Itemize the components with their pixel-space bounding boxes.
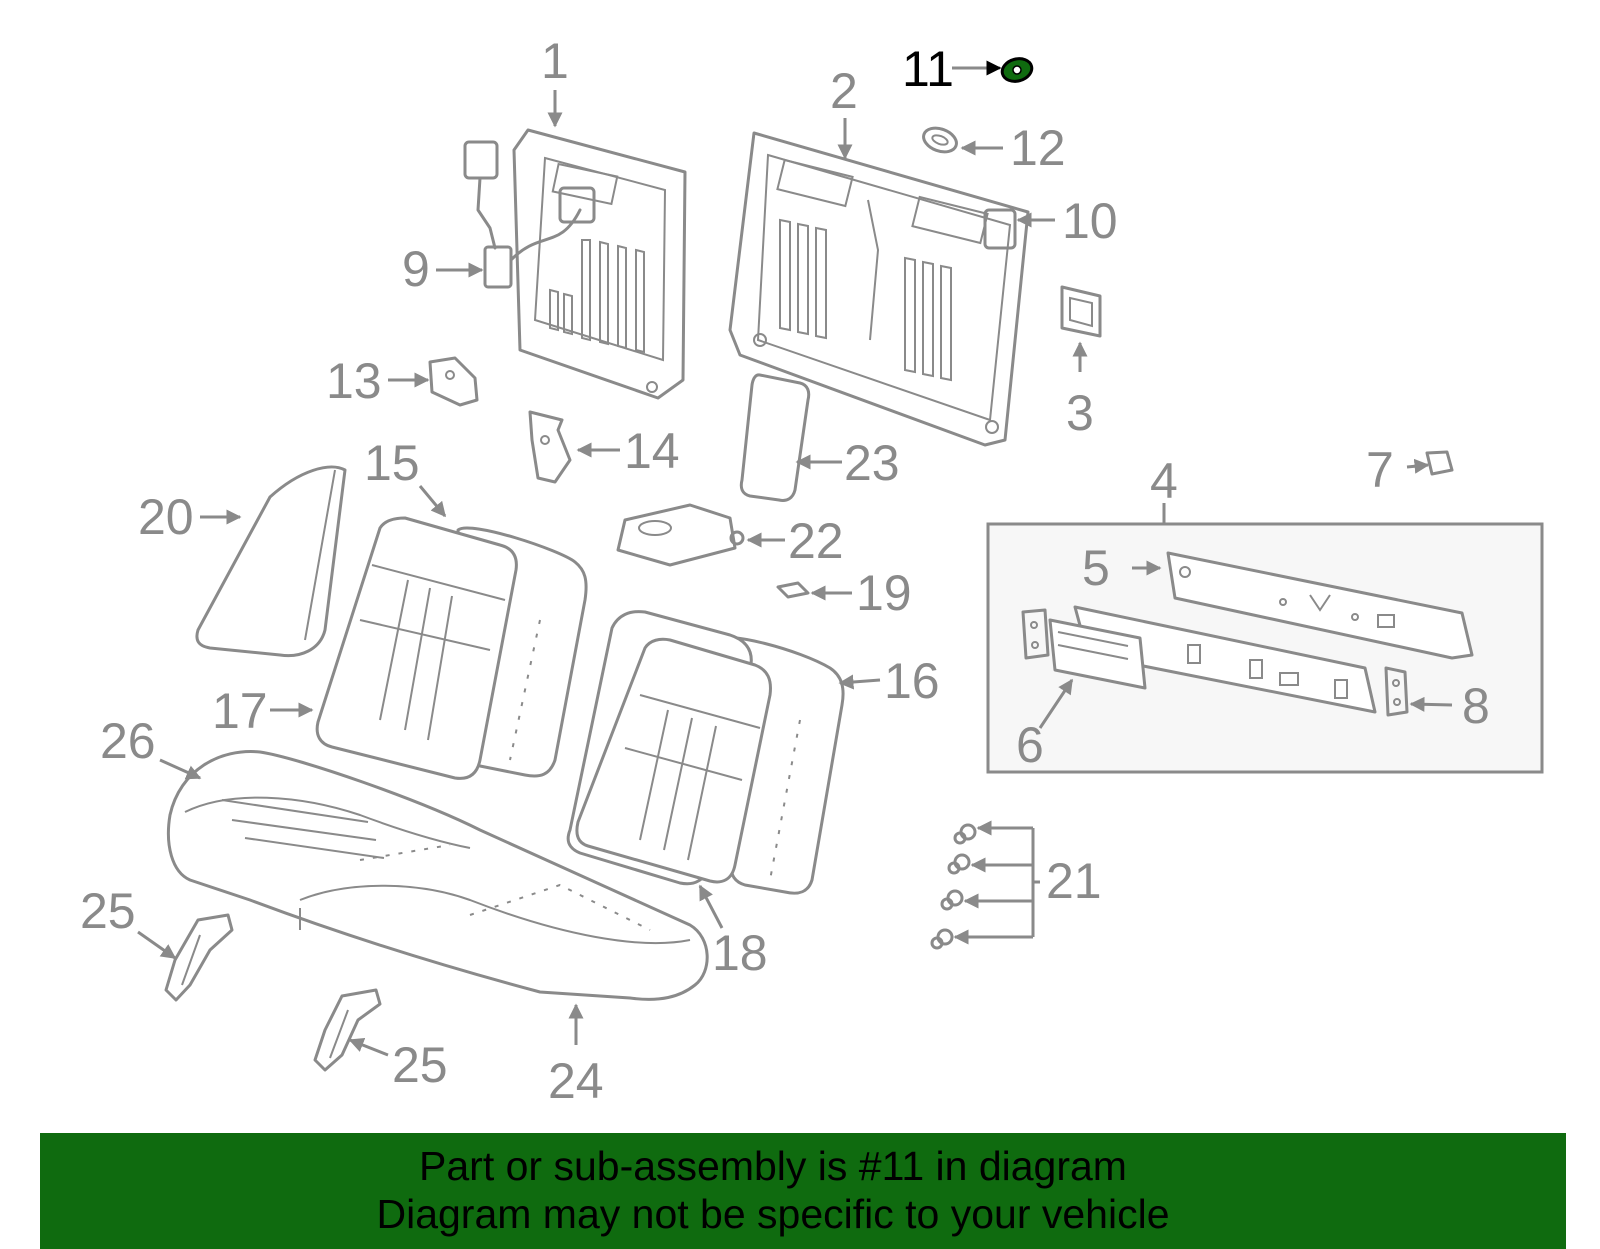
part-15-17-left-seatback-cushion (315, 516, 588, 780)
part-3-bezel (1060, 285, 1102, 338)
part-10-latch (983, 208, 1017, 250)
callout-6: 6 (1016, 717, 1044, 773)
callout-13: 13 (326, 353, 382, 409)
part-12-grommet (922, 126, 958, 154)
part-16-18-right-seatback-cushion (566, 610, 845, 895)
callout-3: 3 (1066, 385, 1094, 441)
callout-19: 19 (856, 565, 912, 621)
callout-15: 15 (364, 435, 420, 491)
callout-9: 9 (402, 241, 430, 297)
part-11-clip-highlighted (1000, 57, 1034, 83)
callout-17: 17 (212, 683, 268, 739)
part-23-armrest-cover (739, 373, 811, 502)
part-19-pad (776, 581, 810, 599)
callout-16: 16 (884, 653, 940, 709)
part-4-assembly-box (986, 503, 1544, 774)
callout-25b: 25 (392, 1037, 448, 1093)
callout-23: 23 (844, 435, 900, 491)
callout-26: 26 (100, 713, 156, 769)
part-25-bracket-b (313, 988, 382, 1072)
part-14-hinge (528, 410, 572, 484)
callout-4: 4 (1150, 453, 1178, 509)
callout-22: 22 (788, 513, 844, 569)
callout-8: 8 (1462, 678, 1490, 734)
info-banner: Part or sub-assembly is #11 in diagram D… (40, 1133, 1566, 1249)
callout-7: 7 (1366, 442, 1394, 498)
callout-24: 24 (548, 1053, 604, 1109)
callout-10: 10 (1062, 193, 1118, 249)
callout-1: 1 (541, 33, 569, 89)
leader-lines (137, 60, 1453, 1057)
part-1-left-seatback-frame (512, 128, 687, 400)
part-21-bolts (930, 820, 1040, 950)
banner-line-disclaimer: Diagram may not be specific to your vehi… (376, 1191, 1170, 1237)
part-24-26-seat-cushion (166, 750, 709, 1001)
part-9-harness (463, 140, 596, 289)
callout-12: 12 (1010, 120, 1066, 176)
banner-line-part-number: Part or sub-assembly is #11 in diagram (419, 1143, 1127, 1189)
callout-25a: 25 (80, 883, 136, 939)
callout-5: 5 (1082, 540, 1110, 596)
part-7-cap (1425, 450, 1454, 476)
part-2-right-seatback-frame (728, 131, 1030, 447)
callout-labels: 1 2 3 4 5 6 7 8 9 10 11 12 13 14 15 16 1… (80, 33, 1490, 1109)
part-22-armrest (616, 503, 745, 567)
callout-18: 18 (712, 925, 768, 981)
callout-11-highlighted: 11 (902, 41, 954, 97)
callout-20: 20 (138, 489, 194, 545)
part-25-bracket-a (164, 913, 234, 1002)
part-13-bracket (428, 356, 479, 407)
part-20-bolster (195, 465, 347, 658)
callout-14: 14 (624, 423, 680, 479)
callout-21: 21 (1046, 853, 1102, 909)
callout-2: 2 (830, 63, 858, 119)
